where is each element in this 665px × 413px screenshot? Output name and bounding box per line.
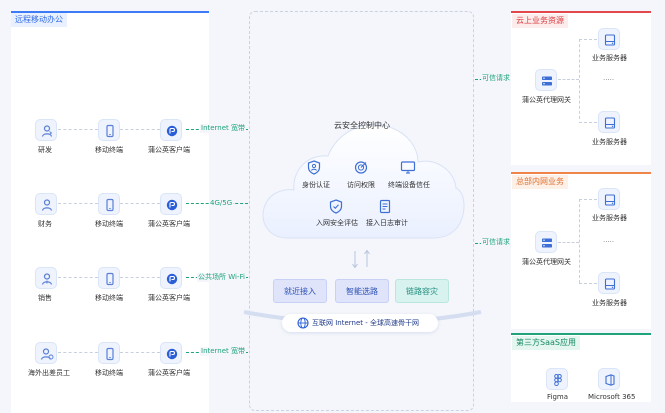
- cloud-resources-panel: 云上业务资源: [511, 11, 651, 165]
- tree-connector: [558, 242, 579, 243]
- trusted-request-label: 可信请求: [481, 74, 511, 83]
- connector: [120, 129, 160, 130]
- server-icon: [598, 111, 620, 133]
- globe-icon: [297, 317, 309, 329]
- ellipsis: .....: [603, 74, 615, 82]
- pgy-client-icon: [160, 342, 182, 364]
- cloud-shape: [262, 124, 465, 239]
- bidirectional-arrows: [352, 249, 370, 269]
- trusted-request-label: 可信请求: [481, 238, 511, 247]
- connector: [120, 352, 160, 353]
- link-failover-button[interactable]: 链路容灾: [395, 279, 449, 303]
- feature-label: 入网安全评估: [316, 219, 358, 227]
- gateway-label: 蒲公英代理网关: [522, 258, 571, 266]
- server-icon: [598, 28, 620, 50]
- tree-connector: [579, 39, 597, 40]
- role-label: 销售: [38, 294, 52, 302]
- internet-label: 互联网 Internet - 全球高速骨干网: [312, 319, 419, 327]
- server-icon: [598, 272, 620, 294]
- client-label: 蒲公英客户端: [148, 294, 190, 302]
- app-label: Figma: [547, 393, 569, 401]
- cloud-resources-title: 云上业务资源: [512, 14, 568, 28]
- server-label: 业务服务器: [592, 299, 627, 307]
- pgy-client-icon: [160, 119, 182, 141]
- network-label: 4G/5G: [209, 199, 234, 208]
- nearby-access-button[interactable]: 就近接入: [273, 279, 327, 303]
- server-label: 业务服务器: [592, 54, 627, 62]
- role-label: 财务: [38, 220, 52, 228]
- smart-routing-button[interactable]: 智能选路: [335, 279, 389, 303]
- feature-label: 身份认证: [302, 181, 330, 189]
- server-label: 业务服务器: [592, 138, 627, 146]
- feature-label: 接入日志审计: [366, 219, 408, 227]
- control-center-title: 云安全控制中心: [334, 121, 390, 130]
- app-label: Microsoft 365: [588, 393, 636, 401]
- finance-user-icon: [35, 193, 57, 215]
- network-label: 公共场所 Wi-Fi: [197, 273, 246, 282]
- saas-title: 第三方SaaS应用: [512, 336, 580, 350]
- client-label: 蒲公英客户端: [148, 220, 190, 228]
- connector: [58, 352, 98, 353]
- connector: [120, 203, 160, 204]
- gateway-icon: [535, 69, 557, 91]
- ellipsis: .....: [603, 236, 615, 244]
- device-label: 移动终端: [95, 220, 123, 228]
- tree-connector: [579, 39, 580, 119]
- mobile-device-icon: [98, 342, 120, 364]
- network-label: Internet 宽带: [200, 347, 247, 356]
- device-label: 移动终端: [95, 294, 123, 302]
- connector: [58, 129, 98, 130]
- security-check-icon: [329, 199, 343, 214]
- feature-label: 访问权限: [347, 181, 375, 189]
- client-label: 蒲公英客户端: [148, 369, 190, 377]
- remote-office-title: 远程移动办公: [11, 13, 67, 27]
- saas-panel: 第三方SaaS应用: [511, 333, 651, 402]
- tree-connector: [558, 79, 579, 80]
- feature-label: 终端设备信任: [388, 181, 430, 189]
- sales-user-icon: [35, 267, 57, 289]
- role-label: 海外出差员工: [28, 369, 70, 377]
- tree-connector: [579, 283, 597, 284]
- server-label: 业务服务器: [592, 214, 627, 222]
- tree-connector: [579, 199, 597, 200]
- device-label: 移动终端: [95, 369, 123, 377]
- device-monitor-icon: [400, 161, 416, 174]
- internet-backbone: 互联网 Internet - 全球高速骨干网: [282, 314, 438, 332]
- developer-icon: [35, 119, 57, 141]
- gateway-icon: [535, 231, 557, 253]
- tree-connector: [579, 122, 597, 123]
- device-label: 移动终端: [95, 146, 123, 154]
- pgy-client-icon: [160, 193, 182, 215]
- server-icon: [598, 188, 620, 210]
- network-label: Internet 宽带: [200, 124, 247, 133]
- hq-business-panel: 总部内网业务: [511, 172, 651, 329]
- access-target-icon: [354, 161, 368, 174]
- client-label: 蒲公英客户端: [148, 146, 190, 154]
- gateway-label: 蒲公英代理网关: [522, 96, 571, 104]
- mobile-device-icon: [98, 267, 120, 289]
- microsoft-365-icon: [598, 368, 620, 390]
- pgy-client-icon: [160, 267, 182, 289]
- mobile-device-icon: [98, 119, 120, 141]
- connector: [120, 277, 160, 278]
- figma-icon: [546, 368, 568, 390]
- tree-connector: [579, 199, 580, 283]
- connector: [58, 277, 98, 278]
- shield-user-icon: [307, 160, 321, 175]
- connector: [58, 203, 98, 204]
- hq-business-title: 总部内网业务: [512, 175, 568, 189]
- audit-log-icon: [379, 199, 391, 214]
- role-label: 研发: [38, 146, 52, 154]
- overseas-staff-icon: [35, 342, 57, 364]
- mobile-device-icon: [98, 193, 120, 215]
